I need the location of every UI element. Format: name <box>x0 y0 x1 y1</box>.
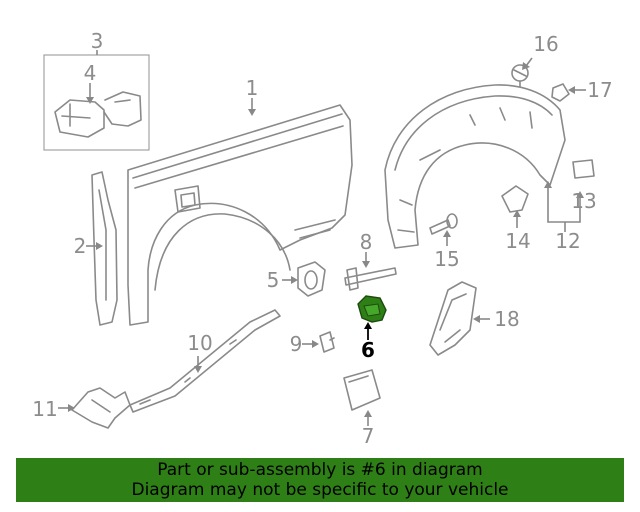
clip-part-14 <box>501 185 529 213</box>
callout-10: 10 <box>187 331 212 355</box>
callout-15: 15 <box>434 247 459 271</box>
bracket-inset-box <box>43 54 150 151</box>
grommet-part-5 <box>297 261 326 297</box>
parts-diagram: 3 4 1 2 5 8 6 9 10 11 7 12 13 14 15 16 1… <box>32 29 612 448</box>
callout-5: 5 <box>267 268 280 292</box>
callout-4: 4 <box>84 61 97 85</box>
callout-2: 2 <box>74 234 87 258</box>
bracket-part-11 <box>71 387 131 429</box>
callout-12: 12 <box>555 229 580 253</box>
wheel-liner-part-12 <box>384 84 566 249</box>
callout-8: 8 <box>360 230 373 254</box>
banner-line-1: Part or sub-assembly is #6 in diagram <box>157 460 483 480</box>
fastener-part-17 <box>551 83 570 102</box>
banner-line-2: Diagram may not be specific to your vehi… <box>131 480 509 500</box>
highlighted-part-6 <box>357 295 387 323</box>
callout-6: 6 <box>361 338 375 362</box>
panel-part-18 <box>429 281 477 356</box>
callout-14: 14 <box>505 229 530 253</box>
quarter-panel-part-1 <box>127 104 353 326</box>
callout-16: 16 <box>533 32 558 56</box>
callout-11: 11 <box>32 397 57 421</box>
screw-part-15 <box>429 213 458 235</box>
callout-9: 9 <box>290 332 303 356</box>
callout-3: 3 <box>91 29 104 53</box>
clip-part-13 <box>572 159 595 179</box>
part-info-banner: Part or sub-assembly is #6 in diagram Di… <box>16 458 624 502</box>
callout-7: 7 <box>362 424 375 448</box>
callout-17: 17 <box>587 78 612 102</box>
pillar-bracket-part-2 <box>91 171 118 326</box>
callout-1: 1 <box>246 76 259 100</box>
push-pin-part-16 <box>511 64 529 87</box>
bolt-part-8 <box>344 267 397 291</box>
callout-18: 18 <box>494 307 519 331</box>
fuel-door-part-7 <box>343 369 381 411</box>
clip-part-9 <box>319 331 335 353</box>
callout-13: 13 <box>571 189 596 213</box>
trim-rail-part-10 <box>129 309 281 413</box>
